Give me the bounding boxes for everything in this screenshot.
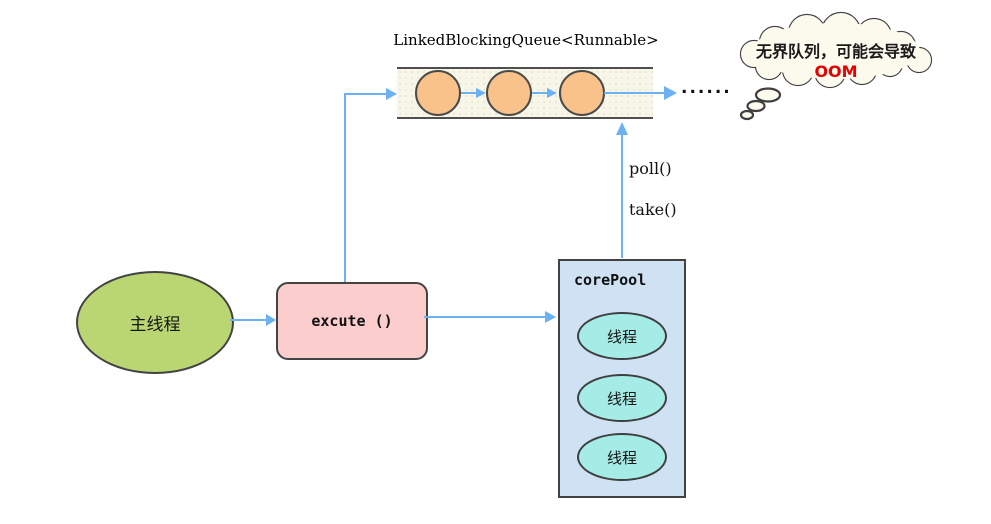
thread-label: 线程 (606, 389, 637, 408)
main-thread-label: 主线程 (129, 315, 181, 335)
thread-label: 线程 (606, 448, 637, 467)
thread-node: 线程 (577, 433, 667, 481)
callout-line1: 无界队列，可能会导致 (755, 42, 916, 61)
queue-overflow-dots: ...... (681, 78, 732, 98)
main-thread-node: 主线程 (76, 271, 234, 374)
queue-task-circle (559, 70, 605, 116)
thread-node: 线程 (577, 374, 667, 422)
thread-label: 线程 (606, 327, 637, 346)
execute-node: excute () (276, 282, 428, 360)
core-pool-label: corePool (574, 271, 647, 289)
blocking-queue-band (397, 67, 653, 119)
thread-node: 线程 (577, 312, 667, 360)
thought-cloud-shape (739, 11, 933, 121)
queue-title: LinkedBlockingQueue<Runnable> (393, 31, 659, 49)
core-pool-node: corePool 线程 线程 线程 (558, 259, 686, 498)
take-edge-label: take() (629, 200, 677, 219)
poll-edge-label: poll() (629, 159, 672, 178)
queue-task-circle (486, 70, 532, 116)
execute-label: excute () (311, 312, 393, 330)
callout-oom-text: OOM (814, 62, 858, 81)
callout-text: 无界队列，可能会导致 OOM (737, 42, 935, 82)
queue-task-circle (415, 70, 461, 116)
